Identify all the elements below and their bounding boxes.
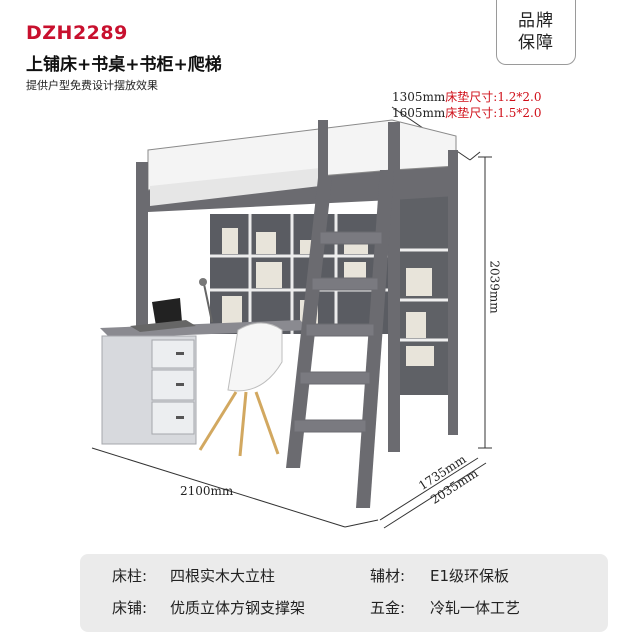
spec-value-materials: E1级环保板 (430, 567, 510, 585)
height-label: 2039mm (487, 260, 502, 314)
design-note: 提供户型免费设计摆放效果 (26, 79, 158, 92)
bed-guard-rail (150, 168, 320, 206)
laptop-base (130, 320, 196, 332)
drawer-handles (176, 352, 184, 419)
cabinet-shelves (398, 248, 456, 342)
cabinet-books (406, 268, 434, 366)
spec-label-bed: 床铺: (112, 599, 148, 617)
product-subtitle: 上铺床+书桌+书柜+爬梯 (26, 55, 222, 75)
badge-line-1: 品牌 (518, 11, 554, 31)
spec-value-hardware: 冷轧一体工艺 (430, 599, 521, 617)
ladder-steps (293, 231, 383, 433)
dimension-label-2: 1605mm床垫尺寸:1.5*2.0 (392, 104, 542, 121)
spec-value-posts: 四根实木大立柱 (170, 567, 276, 585)
badge-line-2: 保障 (518, 33, 554, 53)
mattress-size-2: 床垫尺寸:1.5*2.0 (445, 106, 542, 120)
desk-lamp (203, 283, 213, 323)
loft-bed-illustration (91, 106, 492, 529)
specs-panel: 床柱: 四根实木大立柱 辅材: E1级环保板 床铺: 优质立体方钢支撑架 五金:… (80, 554, 608, 632)
top-width-2: 1605mm (392, 106, 446, 120)
spec-label-hardware: 五金: (370, 599, 406, 617)
spec-value-bed: 优质立体方钢支撑架 (170, 599, 306, 617)
spec-label-materials: 辅材: (370, 567, 406, 585)
top-width-1: 1305mm (392, 90, 446, 104)
length-label: 2100mm (180, 484, 234, 498)
mattress-size-1: 床垫尺寸:1.2*2.0 (445, 90, 542, 104)
dimension-label-1: 1305mm床垫尺寸:1.2*2.0 (392, 88, 542, 105)
spec-label-posts: 床柱: (112, 567, 148, 585)
books (222, 228, 368, 330)
lamp-head (199, 278, 207, 286)
chair-seat (227, 322, 283, 392)
chair-legs (198, 391, 280, 457)
laptop-screen (152, 298, 182, 326)
brand-guarantee-badge: 品牌 保障 (496, 0, 576, 65)
desk-drawers (151, 339, 195, 435)
model-code: DZH2289 (26, 22, 128, 44)
